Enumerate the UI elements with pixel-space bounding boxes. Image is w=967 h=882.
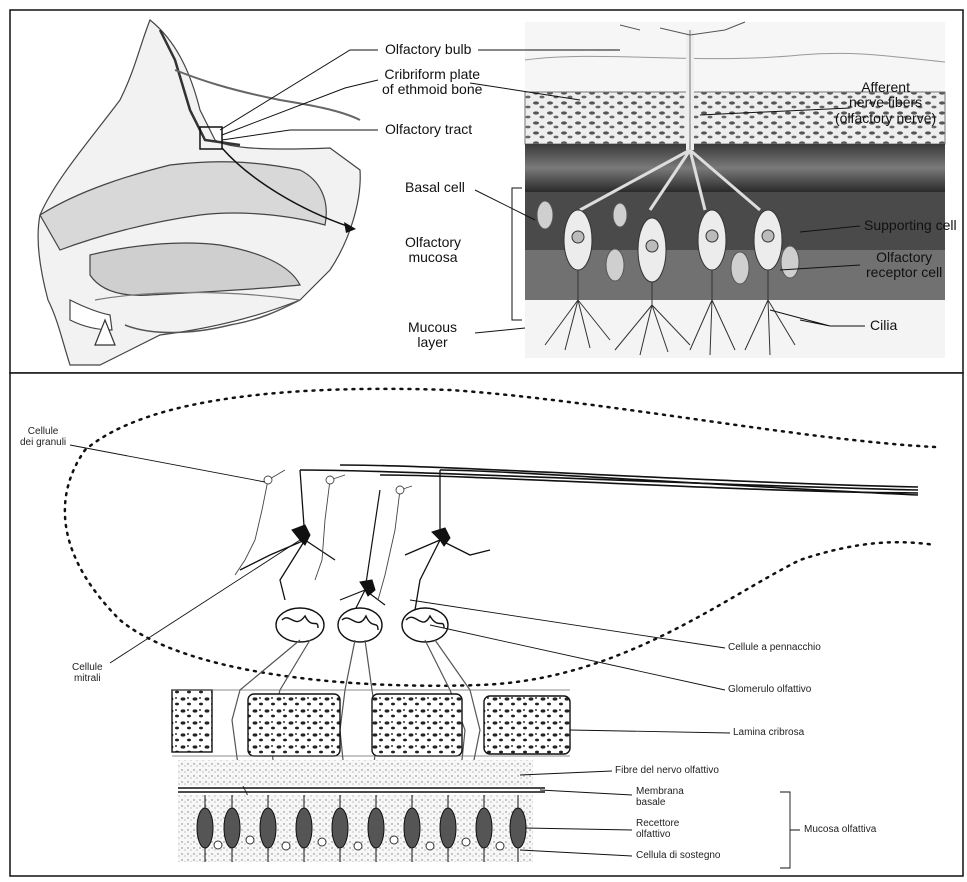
label-glomerulo: Glomerulo olfattivo — [728, 684, 811, 695]
label-olfactory-receptor-cell: Olfactory receptor cell — [866, 250, 942, 281]
label-olfactory-mucosa: Olfactory mucosa — [405, 235, 461, 266]
glomerulus — [402, 608, 448, 642]
receptor-cell — [440, 808, 456, 848]
label-cilia: Cilia — [870, 318, 897, 333]
label-cellula-sostegno: Cellula di sostegno — [636, 850, 721, 861]
mucosa-zoom — [525, 22, 945, 358]
label-olfactory-bulb: Olfactory bulb — [385, 42, 471, 57]
receptor-cell — [260, 808, 276, 848]
label-cribriform-plate: Cribriform plate of ethmoid bone — [382, 67, 482, 98]
glomerulus — [276, 608, 324, 642]
label-basal-cell: Basal cell — [405, 180, 465, 195]
receptor-cell — [368, 808, 384, 848]
receptor-cell — [404, 808, 420, 848]
label-membrana-basale: Membrana basale — [636, 786, 684, 808]
receptor-cell — [296, 808, 312, 848]
label-afferent-fibers: Afferent nerve fibers (olfactory nerve) — [835, 80, 936, 126]
label-recettore: Recettore olfattivo — [636, 818, 679, 840]
label-mucosa-olfattiva: Mucosa olfattiva — [804, 824, 876, 835]
receptor-cell — [510, 808, 526, 848]
fibre-layer — [178, 760, 533, 786]
glomeruli — [276, 608, 448, 642]
label-lamina-cribrosa: Lamina cribrosa — [733, 727, 804, 738]
receptor-cell — [197, 808, 213, 848]
label-cellule-granuli: Cellule dei granuli — [20, 426, 66, 448]
label-cellule-pennacchio: Cellule a pennacchio — [728, 642, 821, 653]
label-mucous-layer: Mucous layer — [408, 320, 457, 351]
receptor-cell — [332, 808, 348, 848]
receptor-cell — [476, 808, 492, 848]
label-supporting-cell: Supporting cell — [864, 218, 957, 233]
label-olfactory-tract: Olfactory tract — [385, 122, 472, 137]
receptor-cell — [224, 808, 240, 848]
label-cellule-mitrali: Cellule mitrali — [72, 662, 103, 684]
label-fibre-nervo: Fibre del nervo olfattivo — [615, 765, 719, 776]
